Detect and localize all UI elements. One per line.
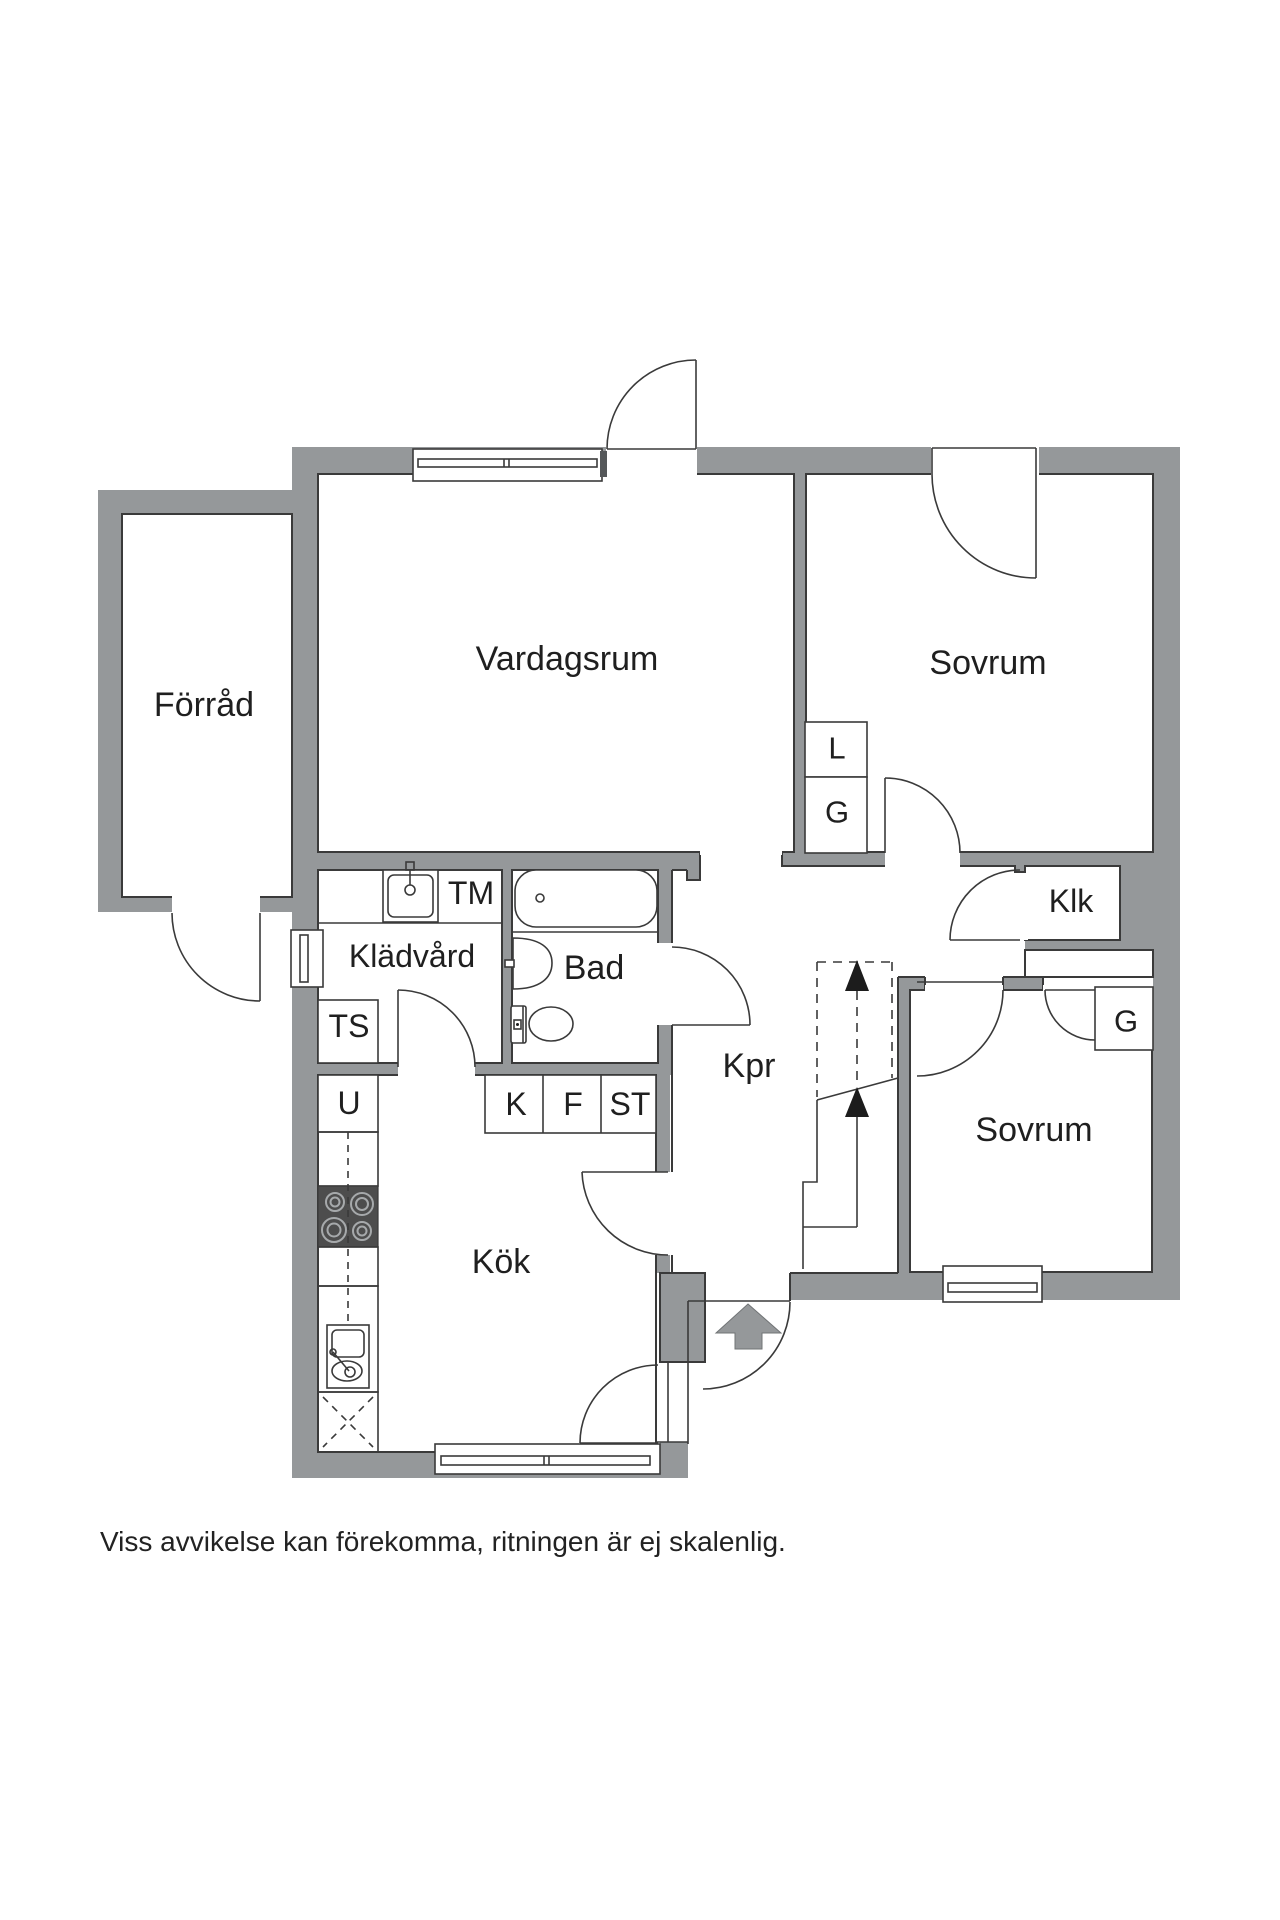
window-vardagsrum xyxy=(412,448,603,482)
label-g-1: G xyxy=(824,794,850,830)
door-forrad xyxy=(171,912,261,1002)
washbasin xyxy=(504,937,553,990)
label-ts: TS xyxy=(328,1008,370,1044)
bathtub xyxy=(514,869,658,928)
label-k: K xyxy=(505,1086,527,1122)
kpr-face xyxy=(960,865,1025,873)
stairs-up-arrow-upper xyxy=(845,960,869,991)
door-entrance xyxy=(656,1300,791,1444)
door-sovrum-1-exterior xyxy=(931,447,1037,579)
window-sovrum-2 xyxy=(942,1265,1043,1303)
label-kok: Kök xyxy=(471,1243,531,1281)
toilet xyxy=(510,1005,574,1044)
closet-u xyxy=(317,1074,379,1133)
disclaimer-text: Viss avvikelse kan förekomma, ritningen … xyxy=(100,1526,786,1557)
windows xyxy=(290,448,1043,1475)
corner-cabinet xyxy=(317,1391,379,1453)
room-outlines xyxy=(121,473,1154,1453)
wall-niche xyxy=(1024,949,1154,978)
door-bad xyxy=(671,946,751,1026)
kpr-face xyxy=(781,852,885,867)
door-sovrum-1-hall xyxy=(884,777,961,854)
closet-l xyxy=(804,721,868,778)
door-kladvard xyxy=(397,989,476,1068)
label-kpr: Kpr xyxy=(722,1047,776,1085)
door-klk xyxy=(949,869,1021,941)
label-bad: Bad xyxy=(563,949,625,987)
label-sovrum-1: Sovrum xyxy=(929,644,1047,682)
label-tm: TM xyxy=(447,875,495,911)
label-forrad: Förråd xyxy=(153,686,255,724)
kitchen-counter xyxy=(317,1131,379,1453)
porch-wall-outline xyxy=(659,1272,706,1363)
label-vardagsrum: Vardagsrum xyxy=(475,640,659,678)
label-l: L xyxy=(828,730,846,766)
door-sovrum-2 xyxy=(916,981,1004,1077)
closet-g-1 xyxy=(804,776,868,854)
label-f: F xyxy=(563,1086,583,1122)
label-sovrum-2: Sovrum xyxy=(975,1111,1093,1149)
stove-burners xyxy=(321,1192,374,1243)
door-openings xyxy=(172,445,1095,1255)
stairs-up-arrow-lower xyxy=(845,1087,869,1117)
closet-kfst xyxy=(484,1074,657,1134)
window-kladvard xyxy=(290,929,324,988)
door-kok-hall xyxy=(581,1171,669,1256)
label-u: U xyxy=(337,1085,361,1121)
label-st: ST xyxy=(609,1086,651,1122)
door-kok-porch xyxy=(579,1362,669,1444)
kitchen-sink xyxy=(326,1324,370,1389)
closet-g-2 xyxy=(1094,986,1154,1051)
label-g-2: G xyxy=(1113,1003,1139,1039)
laundry-fixtures xyxy=(318,861,502,924)
laundry-sink xyxy=(382,861,439,923)
window-kok xyxy=(434,1443,661,1475)
door-g-closet xyxy=(1044,989,1096,1041)
closet-ts xyxy=(317,999,379,1064)
label-klk: Klk xyxy=(1048,883,1094,919)
kpr-face xyxy=(686,852,701,881)
bathroom-fixtures xyxy=(504,869,658,1044)
doors xyxy=(171,359,1096,1444)
door-balcony-vardagsrum xyxy=(600,359,697,477)
stairs xyxy=(802,960,899,1269)
bathtub-drain xyxy=(535,893,545,903)
label-kladvard: Klädvård xyxy=(348,938,476,974)
closets xyxy=(317,721,1154,1134)
entry-arrow xyxy=(714,1303,783,1350)
